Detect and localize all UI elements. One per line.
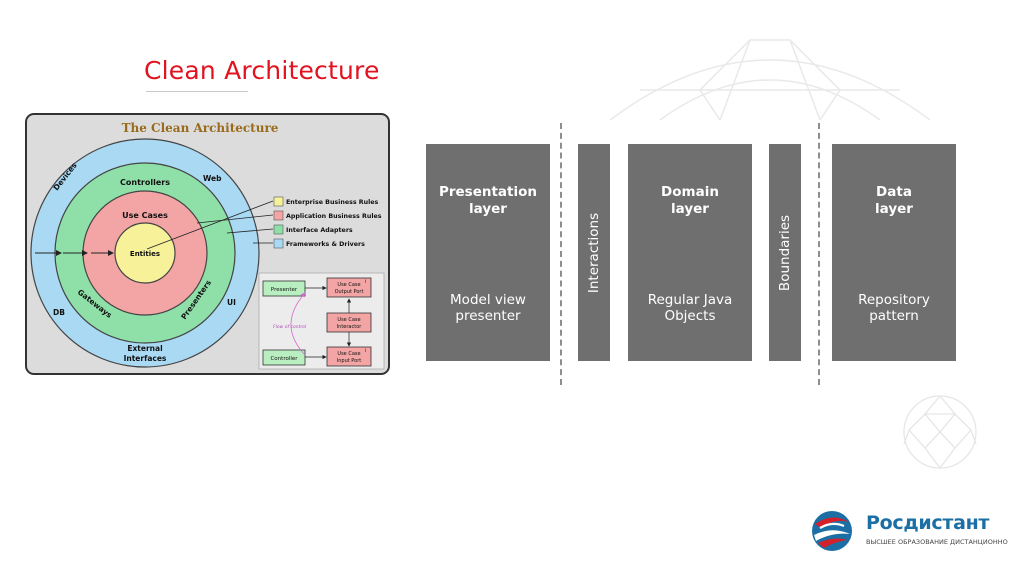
decorative-sphere-icon xyxy=(903,394,977,470)
boundaries-label: Boundaries xyxy=(777,214,793,291)
presenter-box: Presenter xyxy=(271,287,298,293)
domain-layer-title: Domain layer xyxy=(661,184,719,217)
interactions-label: Interactions xyxy=(586,212,602,293)
clean-architecture-diagram: The Clean Architecture Devices Web DB UI… xyxy=(25,113,390,375)
boundaries-box: Boundaries xyxy=(769,144,801,361)
data-layer-description: Repository pattern xyxy=(858,292,930,324)
legend-item: Frameworks & Drivers xyxy=(286,241,365,248)
ui-label: UI xyxy=(227,298,236,307)
rosdistant-logo-icon xyxy=(812,511,852,551)
separator-line xyxy=(560,123,562,385)
legend: Enterprise Business Rules Application Bu… xyxy=(146,196,382,250)
data-layer-title: Data layer xyxy=(875,184,913,217)
brand-name: Росдистант xyxy=(866,512,990,534)
diagram-heading: The Clean Architecture xyxy=(122,121,279,135)
title-underline xyxy=(146,91,248,92)
use-cases-label: Use Cases xyxy=(122,211,168,220)
domain-layer-box: Domain layer Regular Java Objects xyxy=(628,144,752,361)
slide-title: Clean Architecture xyxy=(144,56,380,85)
legend-item: Enterprise Business Rules xyxy=(286,199,379,206)
interface-marker: I xyxy=(365,279,366,285)
entities-label: Entities xyxy=(130,250,160,258)
flow-of-control-label: Flow of control xyxy=(273,324,307,330)
brand-tagline: ВЫСШЕЕ ОБРАЗОВАНИЕ ДИСТАНЦИОННО xyxy=(866,538,1008,546)
domain-layer-description: Regular Java Objects xyxy=(647,292,733,324)
web-label: Web xyxy=(203,174,222,183)
entities-core xyxy=(114,222,176,284)
controller-box: Controller xyxy=(270,356,298,362)
presentation-layer-box: Presentation layer Model view presenter xyxy=(426,144,550,361)
legend-item: Application Business Rules xyxy=(286,213,382,220)
presentation-layer-title: Presentation layer xyxy=(438,184,538,217)
db-label: DB xyxy=(53,308,65,317)
separator-line xyxy=(818,123,820,385)
data-layer-box: Data layer Repository pattern xyxy=(832,144,956,361)
decorative-globe-top xyxy=(609,39,931,120)
controllers-label: Controllers xyxy=(120,178,170,187)
presentation-layer-description: Model view presenter xyxy=(450,292,526,324)
legend-item: Interface Adapters xyxy=(286,227,353,234)
interface-marker: I xyxy=(365,348,366,354)
interactions-box: Interactions xyxy=(578,144,610,361)
